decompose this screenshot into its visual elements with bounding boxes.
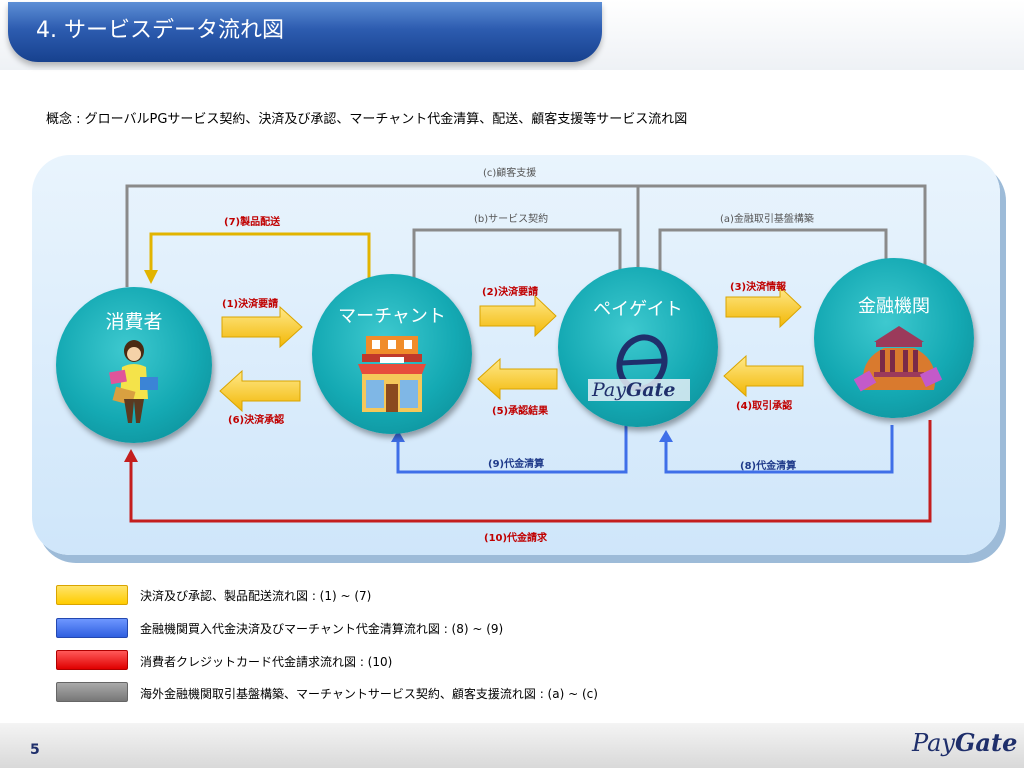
flow-3-label: (3)決済情報 xyxy=(730,282,787,293)
flow-4-label: (4)取引承認 xyxy=(736,401,793,412)
flow-b-line xyxy=(412,228,622,287)
node-merchant-label: マーチャント xyxy=(338,306,446,327)
flow-7-arrowhead xyxy=(144,270,158,284)
flow-1-label: (1)決済要請 xyxy=(222,299,279,310)
flow-c-line xyxy=(125,184,927,287)
bank-icon xyxy=(854,326,943,392)
flow-7-line xyxy=(149,232,371,280)
flow-a-label: (a)金融取引基盤構築 xyxy=(720,214,814,225)
flow-5-arrow xyxy=(477,357,558,401)
legend-text-red: 消費者クレジットカード代金請求流れ図 : (10) xyxy=(140,655,393,669)
flow-a-line xyxy=(658,228,888,272)
paygate-logo-pay: Pay xyxy=(592,379,626,401)
flow-b-label: (b)サービス契約 xyxy=(474,214,549,225)
paygate-logo-icon xyxy=(588,334,690,401)
flow-c-label: (c)顧客支援 xyxy=(483,168,537,179)
legend-swatch-red xyxy=(56,650,128,670)
flow-9-label: (9)代金清算 xyxy=(488,459,545,470)
title-tab: 4. サービスデータ流れ図 xyxy=(8,2,602,62)
legend-text-blue: 金融機関買入代金決済及びマーチャント代金清算流れ図 : (8) ~ (9) xyxy=(140,622,504,636)
footer-bar xyxy=(0,723,1024,768)
legend-text-yellow: 決済及び承認、製品配送流れ図 : (1) ~ (7) xyxy=(140,589,372,603)
slide-subtitle: 概念 : グローバルPGサービス契約、決済及び承認、マーチャント代金清算、配送、… xyxy=(46,112,688,127)
paygate-logo-gate: Gate xyxy=(626,379,676,401)
footer-logo-pay: Pay xyxy=(912,729,955,757)
flow-10-line xyxy=(129,420,932,523)
paygate-logo-text: PayGate xyxy=(592,379,675,401)
flow-10-arrowhead xyxy=(124,449,138,462)
flow-8-line xyxy=(664,425,894,474)
flow-5-label: (5)承認結果 xyxy=(492,406,549,417)
flow-6-label: (6)決済承認 xyxy=(228,415,285,426)
flow-4-arrow xyxy=(723,354,804,398)
flow-2-arrow xyxy=(479,294,557,338)
flow-9-line xyxy=(396,425,628,474)
flow-7-label: (7)製品配送 xyxy=(224,217,281,228)
flow-1-arrow xyxy=(221,305,303,349)
node-financial-label: 金融機関 xyxy=(858,296,930,317)
paygate-footer-logo: PayGate xyxy=(912,728,1017,757)
node-paygate-label: ペイゲイト xyxy=(593,299,683,320)
flow-9-arrowhead xyxy=(391,430,405,442)
legend-swatch-blue xyxy=(56,618,128,638)
flow-8-label: (8)代金清算 xyxy=(740,461,797,472)
node-merchant: マーチャント xyxy=(312,274,472,434)
node-paygate: ペイゲイト PayGate xyxy=(558,267,718,427)
flow-2-label: (2)決済要請 xyxy=(482,287,539,298)
legend-swatch-gray xyxy=(56,682,128,702)
slide-title: 4. サービスデータ流れ図 xyxy=(36,18,284,43)
page-number: 5 xyxy=(30,742,40,758)
flow-8-arrowhead xyxy=(659,430,673,442)
node-financial: 金融機関 xyxy=(814,258,974,418)
title-bar: 4. サービスデータ流れ図 xyxy=(0,0,1024,70)
footer-logo-gate: Gate xyxy=(954,728,1018,757)
legend-swatch-yellow xyxy=(56,585,128,605)
flow-6-arrow xyxy=(219,369,301,413)
flow-3-arrow xyxy=(725,285,802,329)
legend-text-gray: 海外金融機関取引基盤構築、マーチャントサービス契約、顧客支援流れ図 : (a) … xyxy=(140,687,598,701)
node-consumer-label: 消費者 xyxy=(105,311,163,333)
shopper-icon xyxy=(109,340,158,423)
shop-icon xyxy=(358,336,426,412)
node-consumer: 消費者 xyxy=(56,287,212,443)
flow-10-label: (10)代金請求 xyxy=(484,533,548,544)
